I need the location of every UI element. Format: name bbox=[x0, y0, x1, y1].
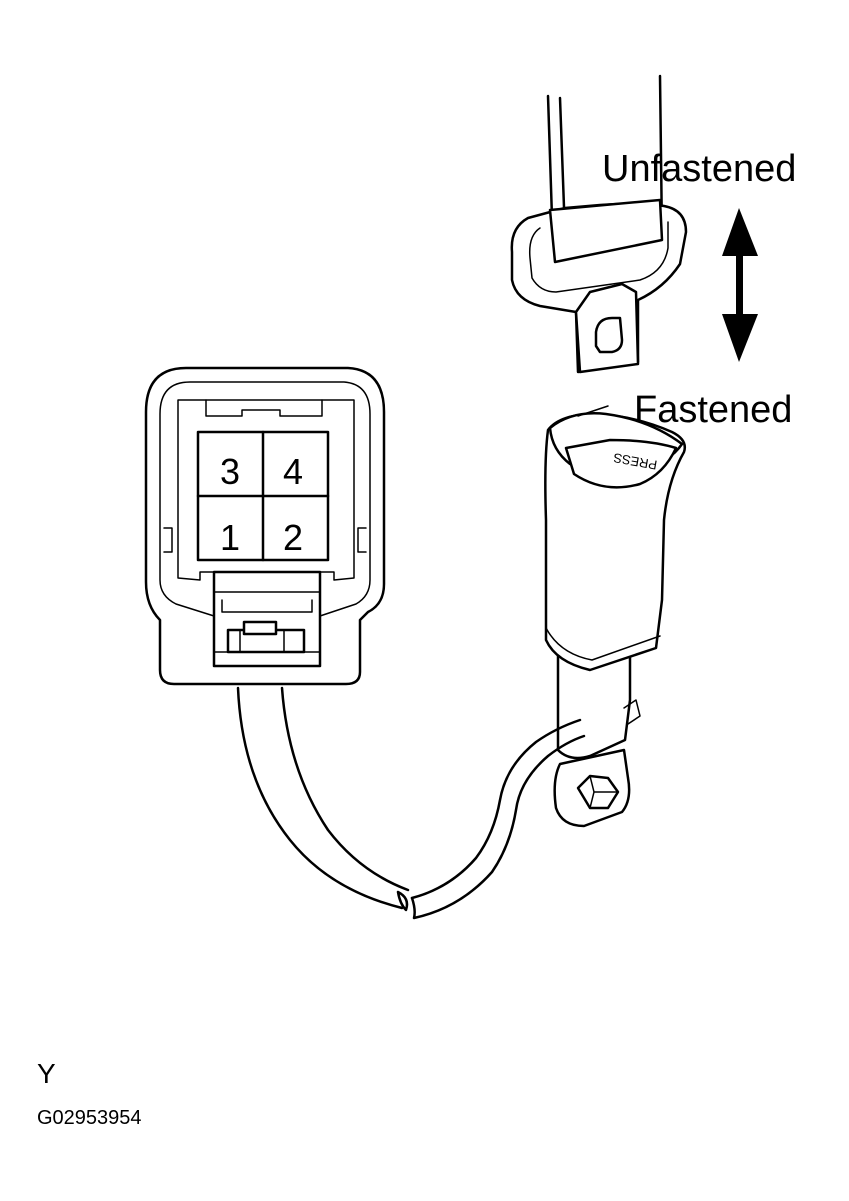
connector-latch bbox=[212, 570, 322, 668]
pin-1: 1 bbox=[220, 517, 240, 558]
figure-id: G02953954 bbox=[37, 1107, 142, 1129]
wiring-connector: 3 4 1 2 bbox=[144, 366, 386, 686]
fastened-label: Fastened bbox=[634, 389, 792, 431]
belt-tongue bbox=[510, 74, 688, 374]
wire-harness bbox=[236, 686, 586, 920]
unfastened-label: Unfastened bbox=[602, 148, 796, 190]
pin-3: 3 bbox=[220, 451, 240, 492]
pin-2: 2 bbox=[283, 517, 303, 558]
view-label: Y bbox=[37, 1058, 56, 1089]
pin-grid: 3 4 1 2 bbox=[196, 430, 330, 562]
seatbelt-buckle: PRESS bbox=[544, 405, 686, 828]
double-arrow-icon bbox=[722, 208, 758, 362]
bolt-icon bbox=[576, 774, 620, 810]
pin-4: 4 bbox=[283, 451, 303, 492]
